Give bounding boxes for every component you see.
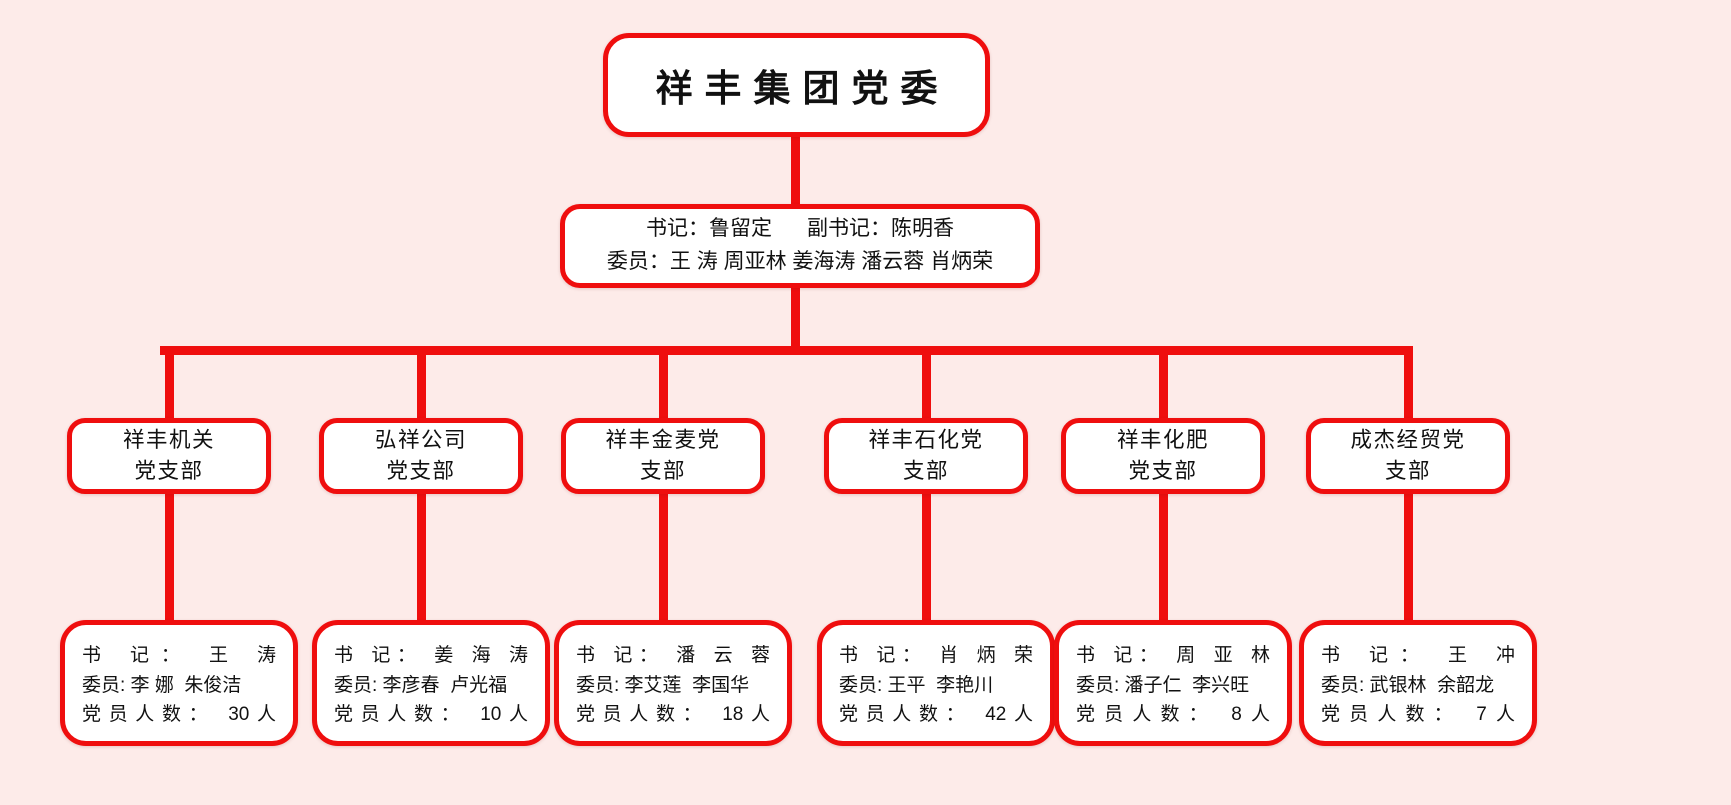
committee-info-box: 书记：鲁留定 副书记：陈明香 委员：王 涛 周亚林 姜海涛 潘云蓉 肖炳荣 <box>560 204 1040 288</box>
branch-name-line1: 祥丰化肥 <box>1116 428 1209 453</box>
connector-branch-detail-6 <box>1404 492 1413 622</box>
branch-name-line2: 党支部 <box>134 459 204 483</box>
detail-member-count: 党员人数： 10人 <box>334 704 528 725</box>
connector-drop-3 <box>659 348 668 420</box>
branch-name-line1: 祥丰机关 <box>122 428 215 453</box>
detail-secretary: 书 记： 肖 炳 荣 <box>839 645 1033 666</box>
branch-name-line2: 党支部 <box>386 459 456 483</box>
branch-name-line1: 成杰经贸党 <box>1350 428 1466 453</box>
detail-secretary: 书 记： 姜 海 涛 <box>334 645 528 666</box>
branch-name-line2: 支部 <box>1384 459 1431 483</box>
detail-secretary: 书 记： 潘 云 蓉 <box>576 645 770 666</box>
detail-member-count: 党员人数： 18人 <box>576 704 770 725</box>
org-root-box: 祥丰集团党委 <box>603 33 990 137</box>
detail-members: 委员: 李 娜 朱俊洁 <box>82 674 242 696</box>
branch-box-5: 祥丰化肥 党支部 <box>1061 418 1265 494</box>
detail-box-3: 书 记： 潘 云 蓉 委员: 李艾莲 李国华 党员人数： 18人 <box>554 620 792 746</box>
connector-drop-4 <box>922 348 931 420</box>
detail-member-count: 党员人数： 42人 <box>839 704 1033 725</box>
detail-members: 委员: 武银林 余韶龙 <box>1321 674 1495 696</box>
connector-root-to-committee <box>791 135 800 206</box>
detail-box-4: 书 记： 肖 炳 荣 委员: 王平 李艳川 党员人数： 42人 <box>817 620 1055 746</box>
detail-members: 委员: 李艾莲 李国华 <box>576 674 750 696</box>
detail-box-6: 书 记： 王 冲 委员: 武银林 余韶龙 党员人数： 7人 <box>1299 620 1537 746</box>
detail-member-count: 党员人数： 30人 <box>82 704 276 725</box>
detail-box-2: 书 记： 姜 海 涛 委员: 李彦春 卢光福 党员人数： 10人 <box>312 620 550 746</box>
connector-drop-1 <box>165 348 174 420</box>
connector-trunk <box>160 346 1413 355</box>
branch-box-6: 成杰经贸党 支部 <box>1306 418 1510 494</box>
committee-secretary-line: 书记：鲁留定 副书记：陈明香 <box>645 217 954 241</box>
detail-box-1: 书 记： 王 涛 委员: 李 娜 朱俊洁 党员人数： 30人 <box>60 620 298 746</box>
branch-name-line1: 祥丰金麦党 <box>605 428 721 453</box>
branch-box-3: 祥丰金麦党 支部 <box>561 418 765 494</box>
connector-drop-5 <box>1159 348 1168 420</box>
detail-member-count: 党员人数： 7人 <box>1321 704 1515 725</box>
detail-secretary: 书 记： 王 冲 <box>1321 645 1515 666</box>
branch-name-line2: 支部 <box>639 459 686 483</box>
connector-committee-to-trunk <box>791 286 800 350</box>
branch-box-2: 弘祥公司 党支部 <box>319 418 523 494</box>
connector-branch-detail-2 <box>417 492 426 622</box>
detail-secretary: 书 记： 王 涛 <box>82 645 276 666</box>
branch-box-4: 祥丰石化党 支部 <box>824 418 1028 494</box>
detail-members: 委员: 潘子仁 李兴旺 <box>1076 674 1250 696</box>
connector-branch-detail-3 <box>659 492 668 622</box>
org-root-title: 祥丰集团党委 <box>655 68 950 109</box>
branch-name-line2: 支部 <box>902 459 949 483</box>
detail-box-5: 书 记： 周 亚 林 委员: 潘子仁 李兴旺 党员人数： 8人 <box>1054 620 1292 746</box>
detail-secretary: 书 记： 周 亚 林 <box>1076 645 1270 666</box>
branch-name-line2: 党支部 <box>1128 459 1198 483</box>
connector-branch-detail-1 <box>165 492 174 622</box>
connector-drop-2 <box>417 348 426 420</box>
connector-branch-detail-5 <box>1159 492 1168 622</box>
branch-name-line1: 弘祥公司 <box>374 428 467 453</box>
connector-drop-6 <box>1404 348 1413 420</box>
branch-box-1: 祥丰机关 党支部 <box>67 418 271 494</box>
detail-member-count: 党员人数： 8人 <box>1076 704 1270 725</box>
committee-members-line: 委员：王 涛 周亚林 姜海涛 潘云蓉 肖炳荣 <box>606 250 994 273</box>
detail-members: 委员: 王平 李艳川 <box>839 674 994 696</box>
branch-name-line1: 祥丰石化党 <box>868 428 984 453</box>
connector-branch-detail-4 <box>922 492 931 622</box>
detail-members: 委员: 李彦春 卢光福 <box>334 674 508 696</box>
